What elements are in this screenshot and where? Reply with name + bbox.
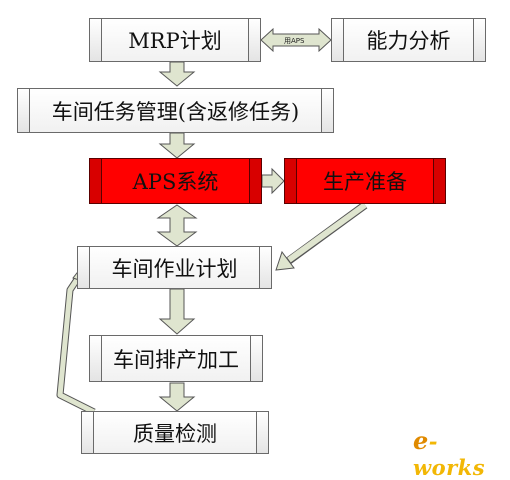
node-production-preparation-label: 生产准备 [323,170,407,194]
arrow-mrp-to-shop-tasks [158,61,196,87]
node-shop-scheduling[interactable]: 车间排产加工 [89,335,263,382]
e-works-logo: e-works [413,426,510,480]
node-capacity-analysis-label: 能力分析 [366,29,451,53]
connector-label: 用APS [284,37,305,45]
node-shop-task-management-label: 车间任务管理(含返修任务) [51,99,300,124]
node-quality-inspection[interactable]: 质量检测 [81,411,269,454]
arrow-aps-to-prep [261,167,285,195]
node-aps-system[interactable]: APS系统 [89,158,262,204]
node-shop-work-plan[interactable]: 车间作业计划 [77,246,272,289]
diagram-arrows [56,27,368,416]
arrowhead-prep-to-shop-plan [275,250,295,271]
arrow-shop-tasks-to-aps [158,132,196,159]
flow-diagram: 用APS MRP计划 能力分析 车间任务管理(含返修任务) APS系统 生产准备… [17,18,486,480]
node-production-preparation[interactable]: 生产准备 [284,158,446,204]
arrow-scheduling-to-quality [158,382,196,412]
arrow-shop-plan-to-scheduling [158,288,196,335]
logo-prefix: e [413,426,429,455]
node-shop-task-management[interactable]: 车间任务管理(含返修任务) [17,88,334,133]
node-quality-inspection-label: 质量检测 [133,421,217,446]
node-aps-system-label: APS系统 [132,170,219,194]
node-shop-work-plan-label: 车间作业计划 [111,256,238,281]
node-mrp-plan-label: MRP计划 [128,29,222,53]
node-capacity-analysis[interactable]: 能力分析 [331,18,486,62]
node-shop-scheduling-label: 车间排产加工 [113,347,239,372]
node-mrp-plan[interactable]: MRP计划 [89,18,261,62]
arrow-aps-shop-plan [156,204,198,247]
